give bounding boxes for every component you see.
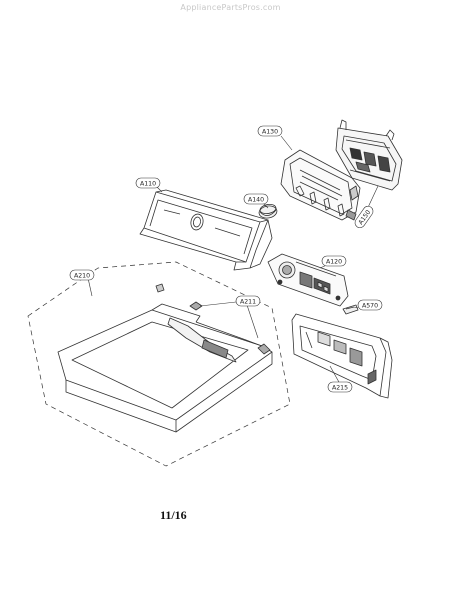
svg-text:A110: A110 — [140, 181, 156, 188]
callout-a210: A210 — [69, 269, 95, 281]
knob-part — [258, 203, 278, 219]
control-panel-part — [139, 189, 273, 271]
page-number: 11/16 — [160, 508, 187, 522]
bracket-part — [342, 304, 359, 315]
callout-a570: A570 — [357, 299, 383, 311]
svg-text:A215: A215 — [332, 385, 348, 392]
svg-text:A570: A570 — [362, 303, 378, 310]
user-interface-board-part — [267, 253, 349, 307]
svg-text:A211: A211 — [240, 299, 256, 306]
svg-text:A130: A130 — [262, 129, 278, 136]
callout-a140: A140 — [243, 193, 269, 205]
callout-a211: A211 — [235, 295, 261, 307]
svg-text:A210: A210 — [74, 273, 90, 280]
rear-panel-part — [291, 313, 393, 399]
callout-a110: A110 — [135, 177, 161, 189]
top-cover-part — [57, 303, 273, 433]
svg-text:A140: A140 — [248, 197, 264, 204]
callout-a120: A120 — [321, 255, 347, 267]
svg-text:A120: A120 — [326, 259, 342, 266]
main-pcb-assembly-part — [280, 149, 361, 221]
callout-a215: A215 — [327, 381, 353, 393]
control-panel-rear-cover-part — [335, 119, 403, 191]
assembly-boundary — [27, 261, 291, 467]
hinge-part — [155, 283, 271, 355]
watermark: AppliancePartsPros.com — [180, 3, 281, 12]
callout-a130: A130 — [257, 125, 283, 137]
